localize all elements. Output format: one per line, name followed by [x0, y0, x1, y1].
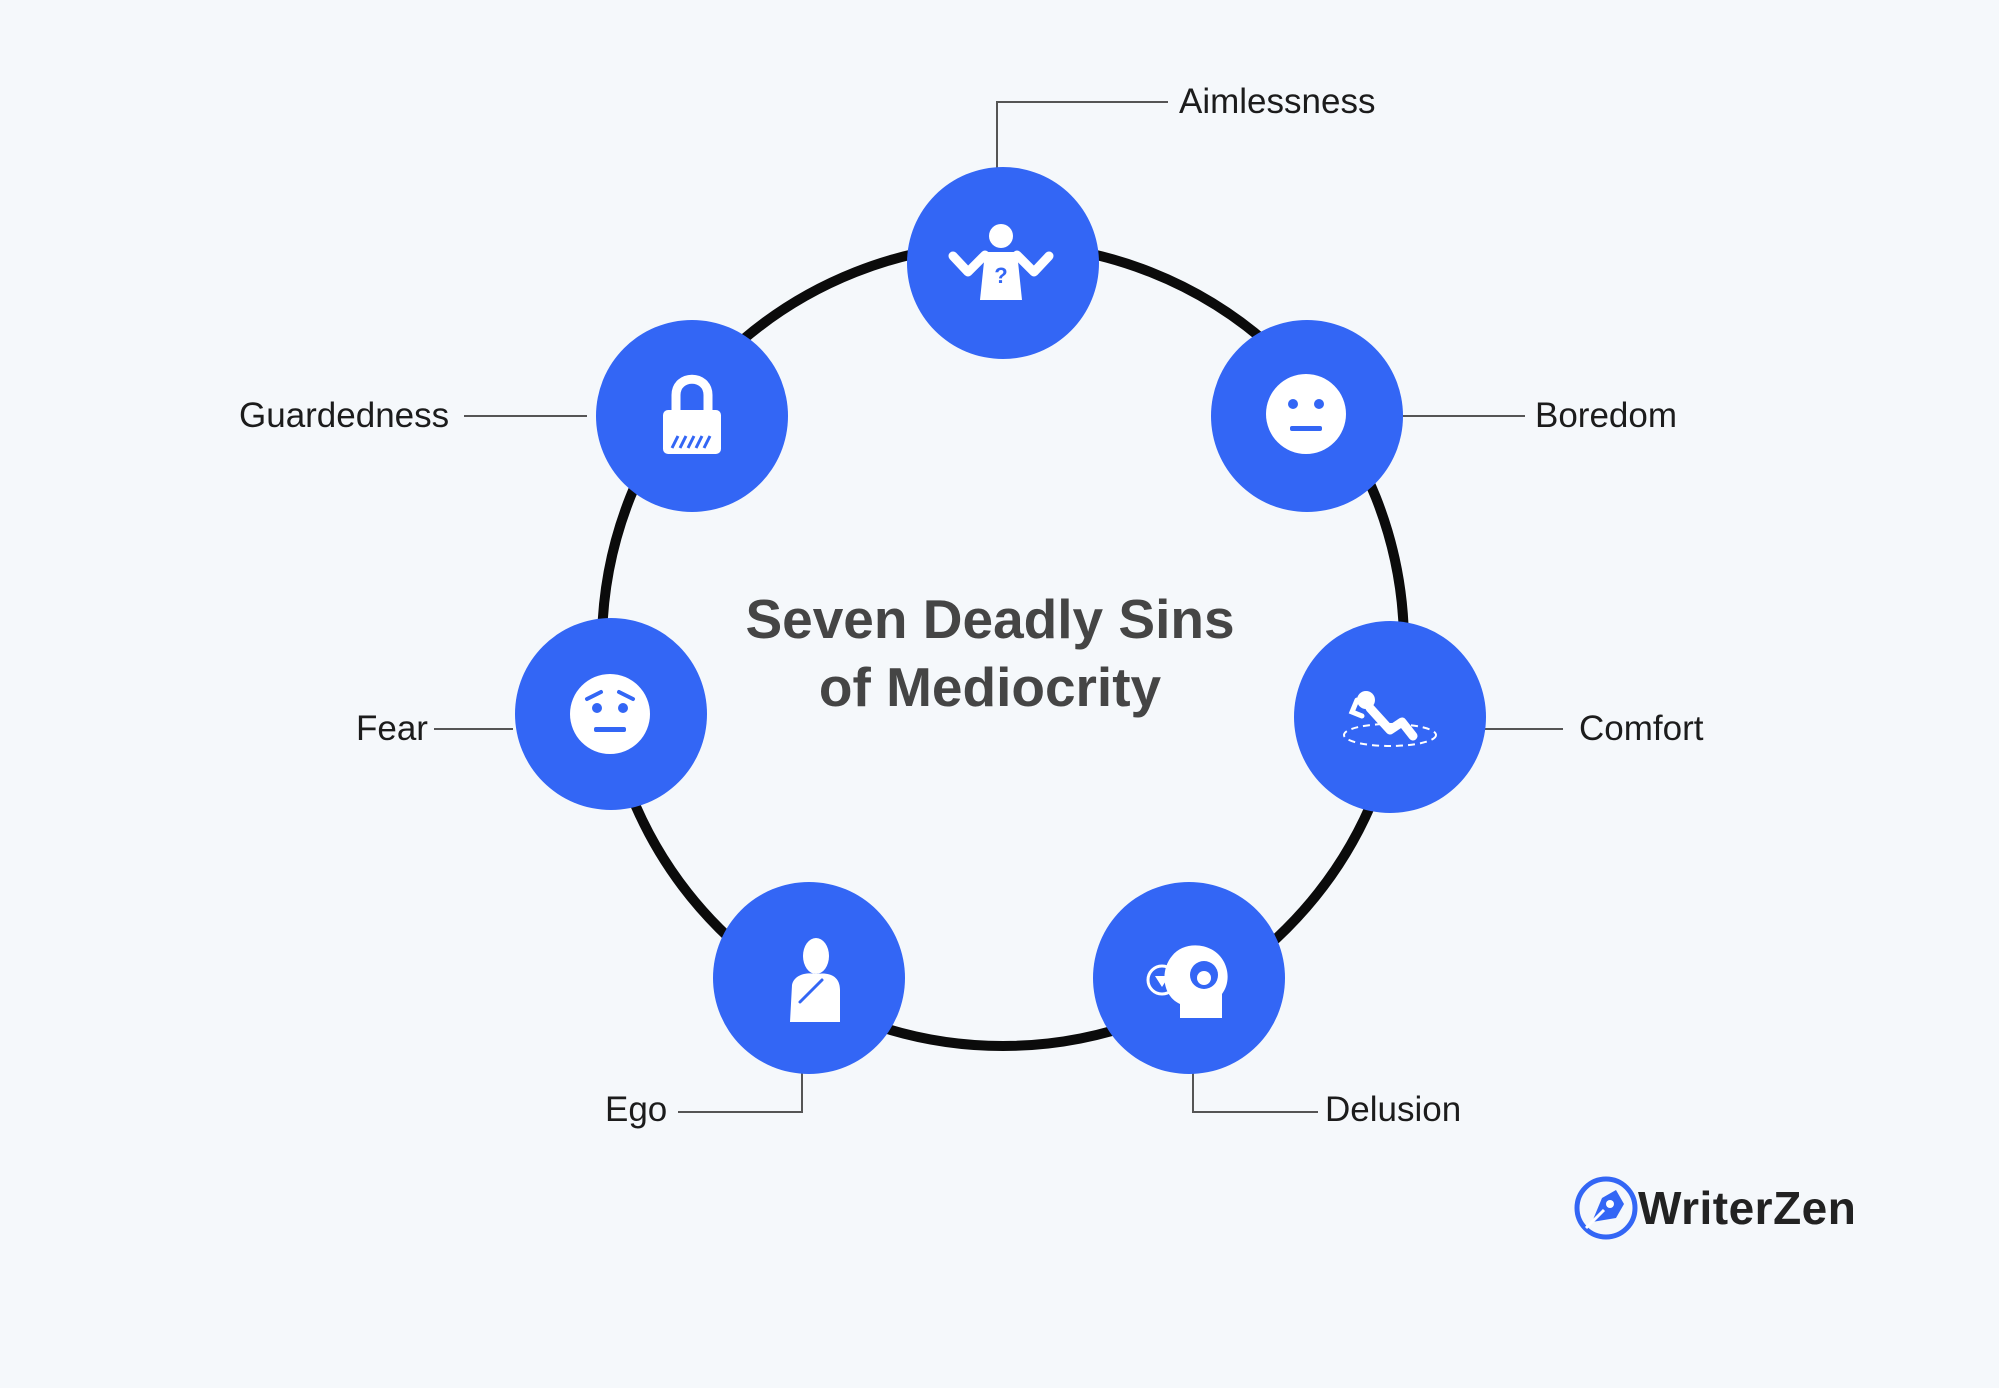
node-guardedness: [596, 320, 788, 512]
head-with-thoughts-icon: [1146, 945, 1228, 1018]
padlock-icon: [663, 374, 721, 454]
label-ego: Ego: [605, 1090, 668, 1129]
title-line-1: Seven Deadly Sins: [745, 588, 1235, 650]
label-delusion: Delusion: [1325, 1090, 1462, 1129]
node-fear: [515, 618, 707, 810]
node-ego: [713, 882, 905, 1074]
connector-lines: [434, 101, 1563, 1113]
confused-person-icon: ?: [948, 224, 1054, 300]
pen-nib-logo-icon: [1574, 1176, 1638, 1240]
connector-ego: [678, 1071, 803, 1113]
brand-name: WriterZen: [1638, 1182, 1857, 1234]
label-boredom: Boredom: [1535, 396, 1678, 435]
connector-aimlessness: [996, 101, 1168, 168]
title-line-2: of Mediocrity: [818, 656, 1162, 718]
node-aimlessness: ?: [907, 167, 1099, 359]
node-delusion: [1093, 882, 1285, 1074]
neutral-face-icon: [1266, 374, 1346, 454]
worried-face-icon: [570, 674, 650, 754]
diagram-title: Seven Deadly Sins of Mediocrity: [700, 585, 1280, 721]
node-comfort: [1294, 621, 1486, 813]
reclining-person-icon: [1343, 691, 1437, 747]
connector-delusion: [1192, 1071, 1318, 1113]
node-boredom: [1211, 320, 1403, 512]
svg-text:?: ?: [994, 263, 1007, 288]
label-guardedness: Guardedness: [239, 396, 450, 435]
label-fear: Fear: [356, 709, 428, 748]
label-comfort: Comfort: [1579, 709, 1704, 748]
proud-person-icon: [790, 938, 840, 1022]
label-aimlessness: Aimlessness: [1179, 82, 1376, 121]
